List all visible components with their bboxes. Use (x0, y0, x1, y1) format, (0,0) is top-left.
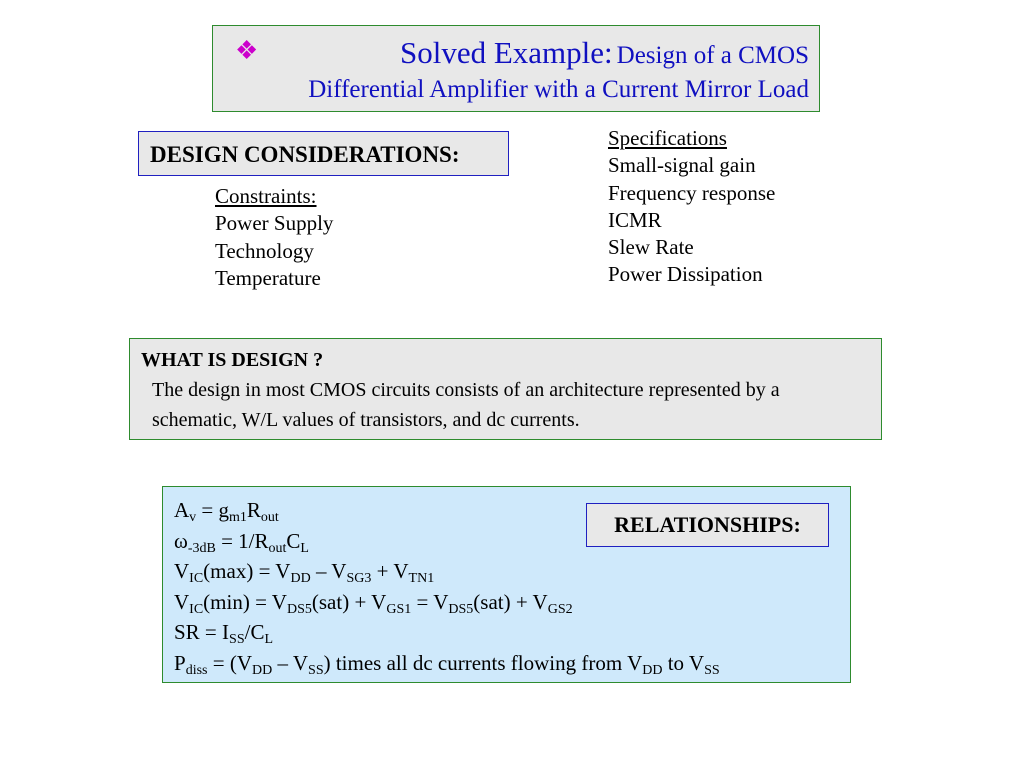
eq-text: A (174, 498, 190, 522)
equation-icmr-max: VIC(max) = VDD – VSG3 + VTN1 (174, 556, 720, 587)
specification-item: Small-signal gain (608, 153, 756, 178)
eq-subscript: out (260, 510, 279, 525)
specifications-heading: Specifications (608, 126, 727, 150)
diamond-bullet-icon: ❖ (235, 36, 259, 65)
equation-power-dissipation: Pdiss = (VDD – VSS) times all dc current… (174, 648, 720, 679)
eq-text: (sat) + V (311, 589, 387, 614)
title-line-2: Differential Amplifier with a Current Mi… (308, 76, 809, 103)
title-sub: Design of a CMOS (616, 42, 809, 69)
specification-item: Power Dissipation (608, 262, 763, 287)
constraint-item: Technology (215, 238, 314, 263)
constraint-item: Temperature (215, 265, 321, 290)
what-is-design-text-line-1: The design in most CMOS circuits consist… (152, 379, 780, 401)
constraints-list: Constraints: Power Supply Technology Tem… (215, 183, 333, 292)
eq-subscript: DD (290, 571, 311, 586)
eq-text: = V (411, 589, 449, 614)
constraint-item: Power Supply (215, 211, 334, 236)
eq-text: = g (196, 498, 230, 522)
equation-icmr-min: VIC(min) = VDS5(sat) + VGS1 = VDS5(sat) … (174, 587, 720, 618)
eq-subscript: v (189, 510, 197, 525)
eq-text: R (246, 498, 261, 522)
equation-bandwidth: ω-3dB = 1/RoutCL (174, 526, 720, 557)
specification-item: Slew Rate (608, 235, 694, 260)
eq-subscript: DS5 (286, 601, 312, 617)
eq-subscript: IC (189, 571, 204, 586)
eq-subscript: TN1 (408, 571, 435, 586)
eq-subscript: diss (185, 662, 208, 678)
eq-subscript: L (264, 632, 274, 647)
eq-subscript: SG3 (346, 571, 372, 586)
eq-subscript: m1 (229, 510, 247, 525)
eq-text: SR = I (174, 620, 230, 644)
design-considerations-label: DESIGN CONSIDERATIONS: (138, 131, 509, 176)
title-box: ❖ Solved Example: Design of a CMOS Diffe… (212, 25, 820, 112)
eq-text: P (174, 650, 186, 675)
what-is-design-heading: WHAT IS DESIGN ? (141, 349, 324, 371)
eq-text: to V (662, 650, 705, 675)
title-main: Solved Example: (399, 35, 613, 70)
eq-subscript: L (300, 540, 309, 556)
equations-list: Av = gm1Rout ω-3dB = 1/RoutCL VIC(max) =… (174, 495, 720, 678)
eq-subscript: GS1 (386, 601, 412, 617)
eq-subscript: out (268, 540, 287, 556)
eq-subscript: GS2 (547, 601, 573, 617)
eq-text: ) times all dc currents flowing from V (323, 650, 643, 675)
eq-text: – V (272, 650, 309, 675)
eq-subscript: DD (252, 662, 273, 678)
equation-gain: Av = gm1Rout (174, 495, 720, 526)
eq-text: V (174, 559, 190, 583)
eq-subscript: -3dB (187, 540, 216, 556)
eq-text: (sat) + V (473, 589, 548, 614)
eq-text: (max) = V (203, 559, 291, 583)
eq-text: = (V (207, 650, 252, 675)
eq-subscript: DS5 (448, 601, 474, 617)
equation-slew-rate: SR = ISS/CL (174, 617, 720, 648)
what-is-design-box: WHAT IS DESIGN ? The design in most CMOS… (129, 338, 882, 440)
specification-item: ICMR (608, 207, 662, 232)
eq-text: C (286, 528, 301, 553)
eq-subscript: SS (704, 662, 720, 678)
eq-subscript: SS (229, 632, 245, 647)
eq-text: V (174, 589, 190, 614)
eq-text: /C (244, 620, 265, 644)
eq-subscript: IC (189, 601, 204, 617)
eq-text: + V (371, 559, 409, 583)
eq-subscript: DD (642, 662, 663, 678)
eq-subscript: SS (308, 662, 324, 678)
constraints-heading: Constraints: (215, 184, 317, 208)
relationships-label: RELATIONSHIPS: (586, 503, 829, 547)
what-is-design-text-line-2: schematic, W/L values of transistors, an… (152, 409, 580, 431)
title-line-1: Solved Example: Design of a CMOS (400, 35, 809, 77)
eq-text: (min) = V (203, 589, 287, 614)
eq-text: – V (310, 559, 347, 583)
specification-item: Frequency response (608, 180, 776, 205)
relationships-box: Av = gm1Rout ω-3dB = 1/RoutCL VIC(max) =… (162, 486, 851, 683)
specifications-list: Specifications Small-signal gain Frequen… (608, 125, 775, 289)
eq-text: = 1/R (215, 528, 269, 553)
eq-text: ω (174, 528, 188, 553)
